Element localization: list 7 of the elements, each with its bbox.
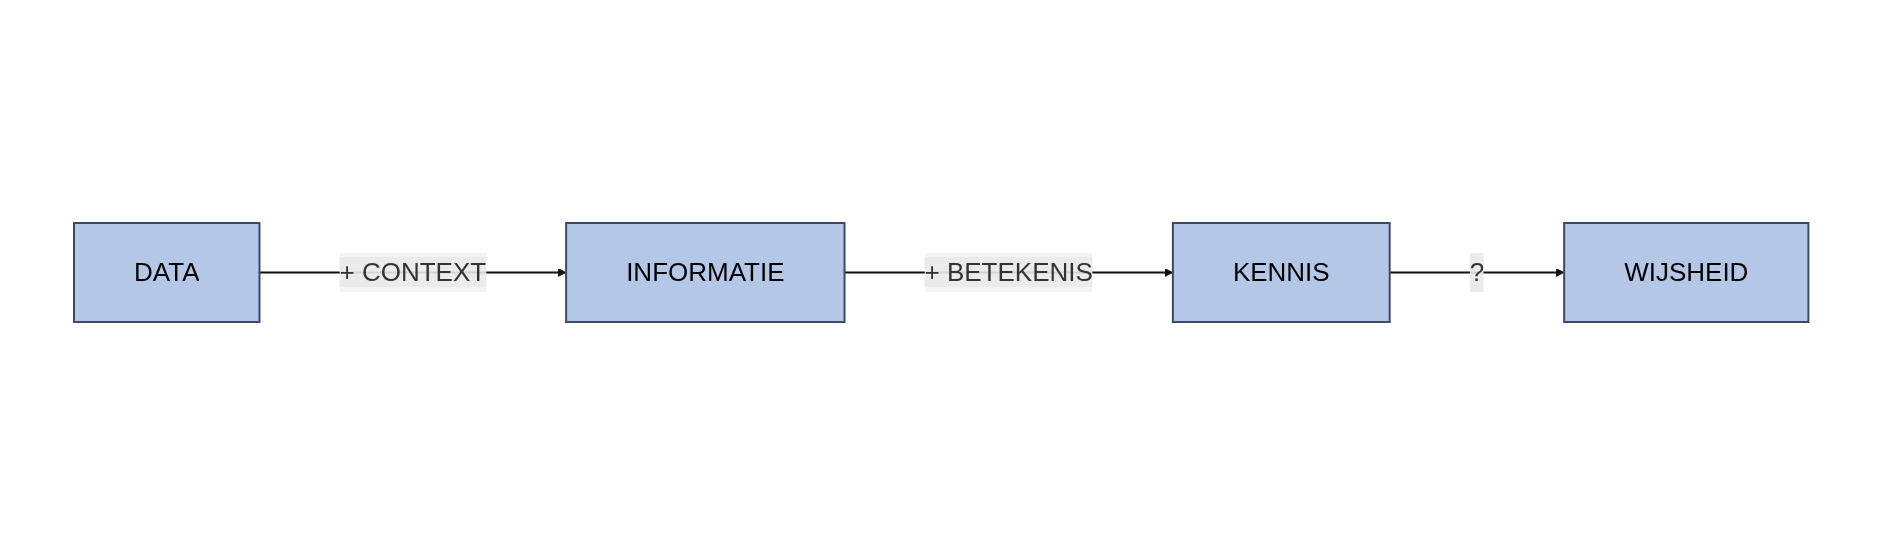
edge-label: ? xyxy=(1469,256,1484,287)
node-box: KENNIS xyxy=(1171,221,1391,323)
node-box: WIJSHEID xyxy=(1562,221,1810,323)
edge-label: + BETEKENIS xyxy=(924,256,1093,287)
edge-label: + CONTEXT xyxy=(339,256,486,287)
node-box: INFORMATIE xyxy=(564,221,846,323)
node-box: DATA xyxy=(72,221,261,323)
